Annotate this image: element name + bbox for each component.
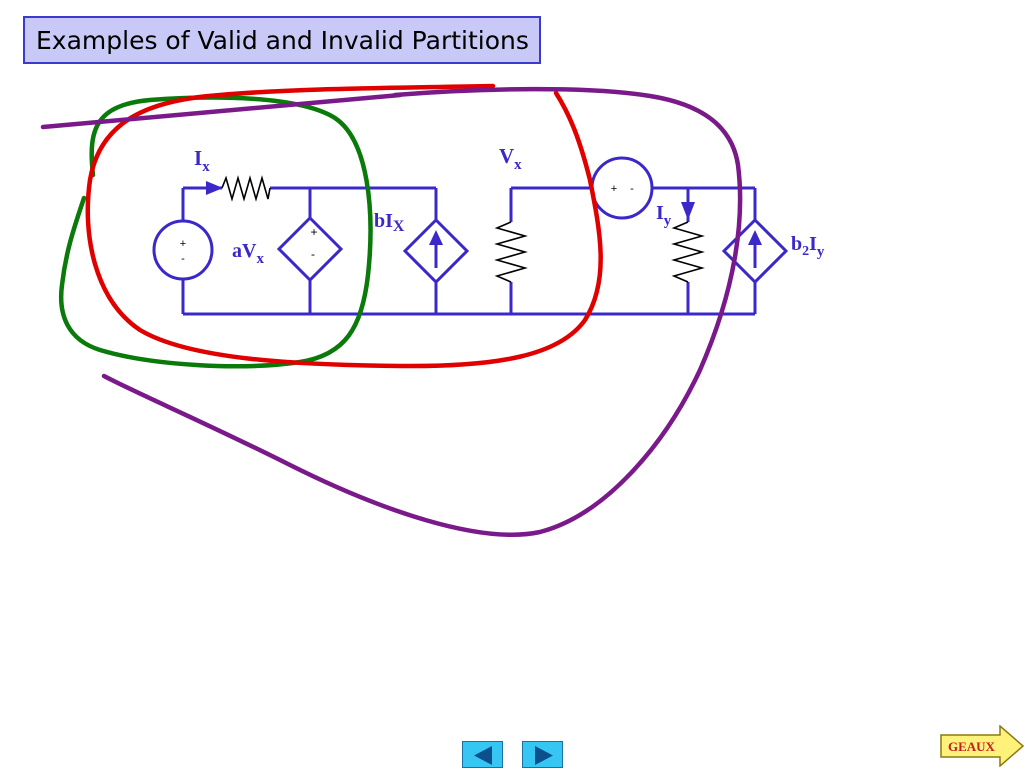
avx-source-minus: - [311,247,315,261]
label-b2iy: b2Iy [791,233,825,260]
right-source-minus: - [630,183,634,195]
label-ix: Ix [194,146,210,175]
label-avx: aVx [232,240,264,267]
slide-title: Examples of Valid and Invalid Partitions [36,26,529,55]
slide-title-box: Examples of Valid and Invalid Partitions [23,16,541,64]
label-bix: bIX [374,210,405,235]
iy-arrow-icon [681,202,695,220]
purple-partition-line [40,92,403,130]
resistor-iy-icon [671,221,705,283]
left-source-plus: + [180,238,186,250]
previous-slide-button[interactable] [462,741,503,768]
next-slide-button[interactable] [522,741,563,768]
red-partition-curve [85,83,603,369]
label-vx: Vx [499,144,522,173]
green-partition-curve [58,95,373,369]
left-voltage-source-icon [152,219,214,281]
left-source-minus: - [181,253,185,265]
dependent-voltage-source-icon [276,215,344,283]
right-voltage-source-icon [590,156,654,220]
left-triangle-icon [474,746,492,765]
avx-source-plus: + [310,225,317,239]
resistor-vx-icon [494,221,528,283]
label-iy: Iy [656,202,672,229]
geaux-arrow-icon [940,724,1024,768]
resistor-ix-icon [221,175,271,202]
purple-partition-curve [101,86,743,537]
right-source-plus: + [611,183,617,195]
geaux-button[interactable]: GEAUX [940,724,1024,768]
b2iy-arrow-icon [748,230,762,245]
right-triangle-icon [535,746,553,765]
ix-arrow-icon [206,181,223,195]
bix-arrow-icon [429,230,443,245]
geaux-label: GEAUX [948,739,995,754]
